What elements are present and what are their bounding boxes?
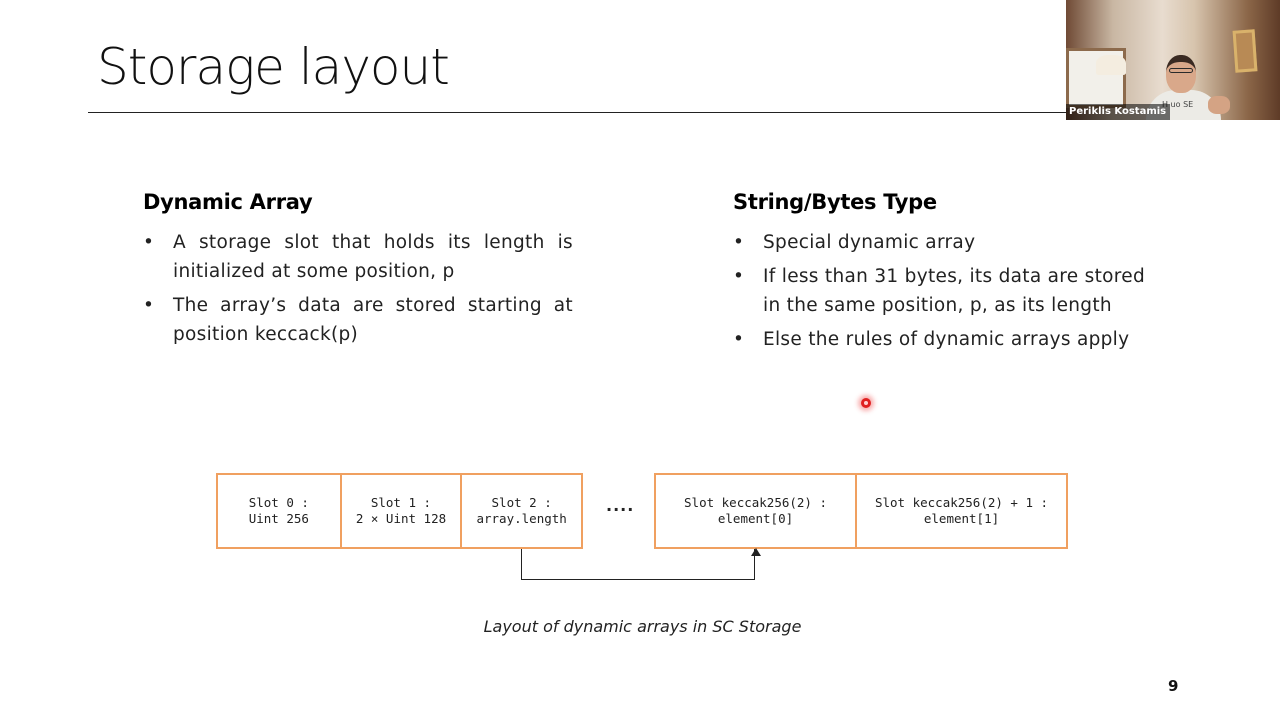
dynamic-array-heading: Dynamic Array (143, 190, 313, 214)
slot-keccak-1-cell: Slot keccak256(2) + 1 : element[1] (855, 475, 1066, 547)
dynamic-array-section: Dynamic Array A storage slot that holds … (143, 190, 573, 354)
slot-keccak-0-cell: Slot keccak256(2) : element[0] (684, 495, 828, 526)
storage-slots-hashed: Slot keccak256(2) : element[0] Slot kecc… (654, 473, 1068, 549)
participant-glasses (1169, 68, 1193, 73)
arrow-up-icon (751, 548, 761, 556)
participant-head (1166, 55, 1196, 93)
length-to-data-connector (521, 549, 755, 580)
laser-pointer-icon (861, 398, 871, 408)
bullet-item: The array’s data are stored starting at … (143, 291, 573, 349)
participant-video-tile[interactable]: H uo SE Periklis Kostamis (1066, 0, 1280, 120)
title-divider (88, 112, 1068, 113)
participant-hand (1208, 96, 1230, 114)
slot-1-cell: Slot 1 : 2 × Uint 128 (339, 475, 461, 547)
diagram-caption: Layout of dynamic arrays in SC Storage (483, 617, 802, 636)
participant-name-label: Periklis Kostamis (1066, 104, 1171, 120)
string-bytes-section: String/Bytes Type Special dynamic array … (733, 190, 1158, 359)
string-bytes-heading: String/Bytes Type (733, 190, 937, 214)
storage-slots-sequential: Slot 0 : Uint 256 Slot 1 : 2 × Uint 128 … (216, 473, 583, 549)
bullet-item: If less than 31 bytes, its data are stor… (733, 262, 1158, 320)
slide-title: Storage layout (97, 38, 450, 96)
slot-2-cell: Slot 2 : array.length (460, 475, 581, 547)
bullet-item: Else the rules of dynamic arrays apply (733, 325, 1158, 354)
page-number: 9 (1168, 677, 1179, 695)
background-lamp (1096, 55, 1126, 75)
shirt-print: H uo SE (1162, 100, 1194, 109)
background-picture-frame (1232, 29, 1258, 73)
bullet-item: A storage slot that holds its length is … (143, 228, 573, 286)
slot-0-cell: Slot 0 : Uint 256 (248, 495, 309, 526)
bullet-item: Special dynamic array (733, 228, 1158, 257)
slots-ellipsis: .... (606, 496, 635, 515)
string-bytes-bullets: Special dynamic array If less than 31 by… (733, 228, 1158, 354)
dynamic-array-bullets: A storage slot that holds its length is … (143, 228, 573, 349)
